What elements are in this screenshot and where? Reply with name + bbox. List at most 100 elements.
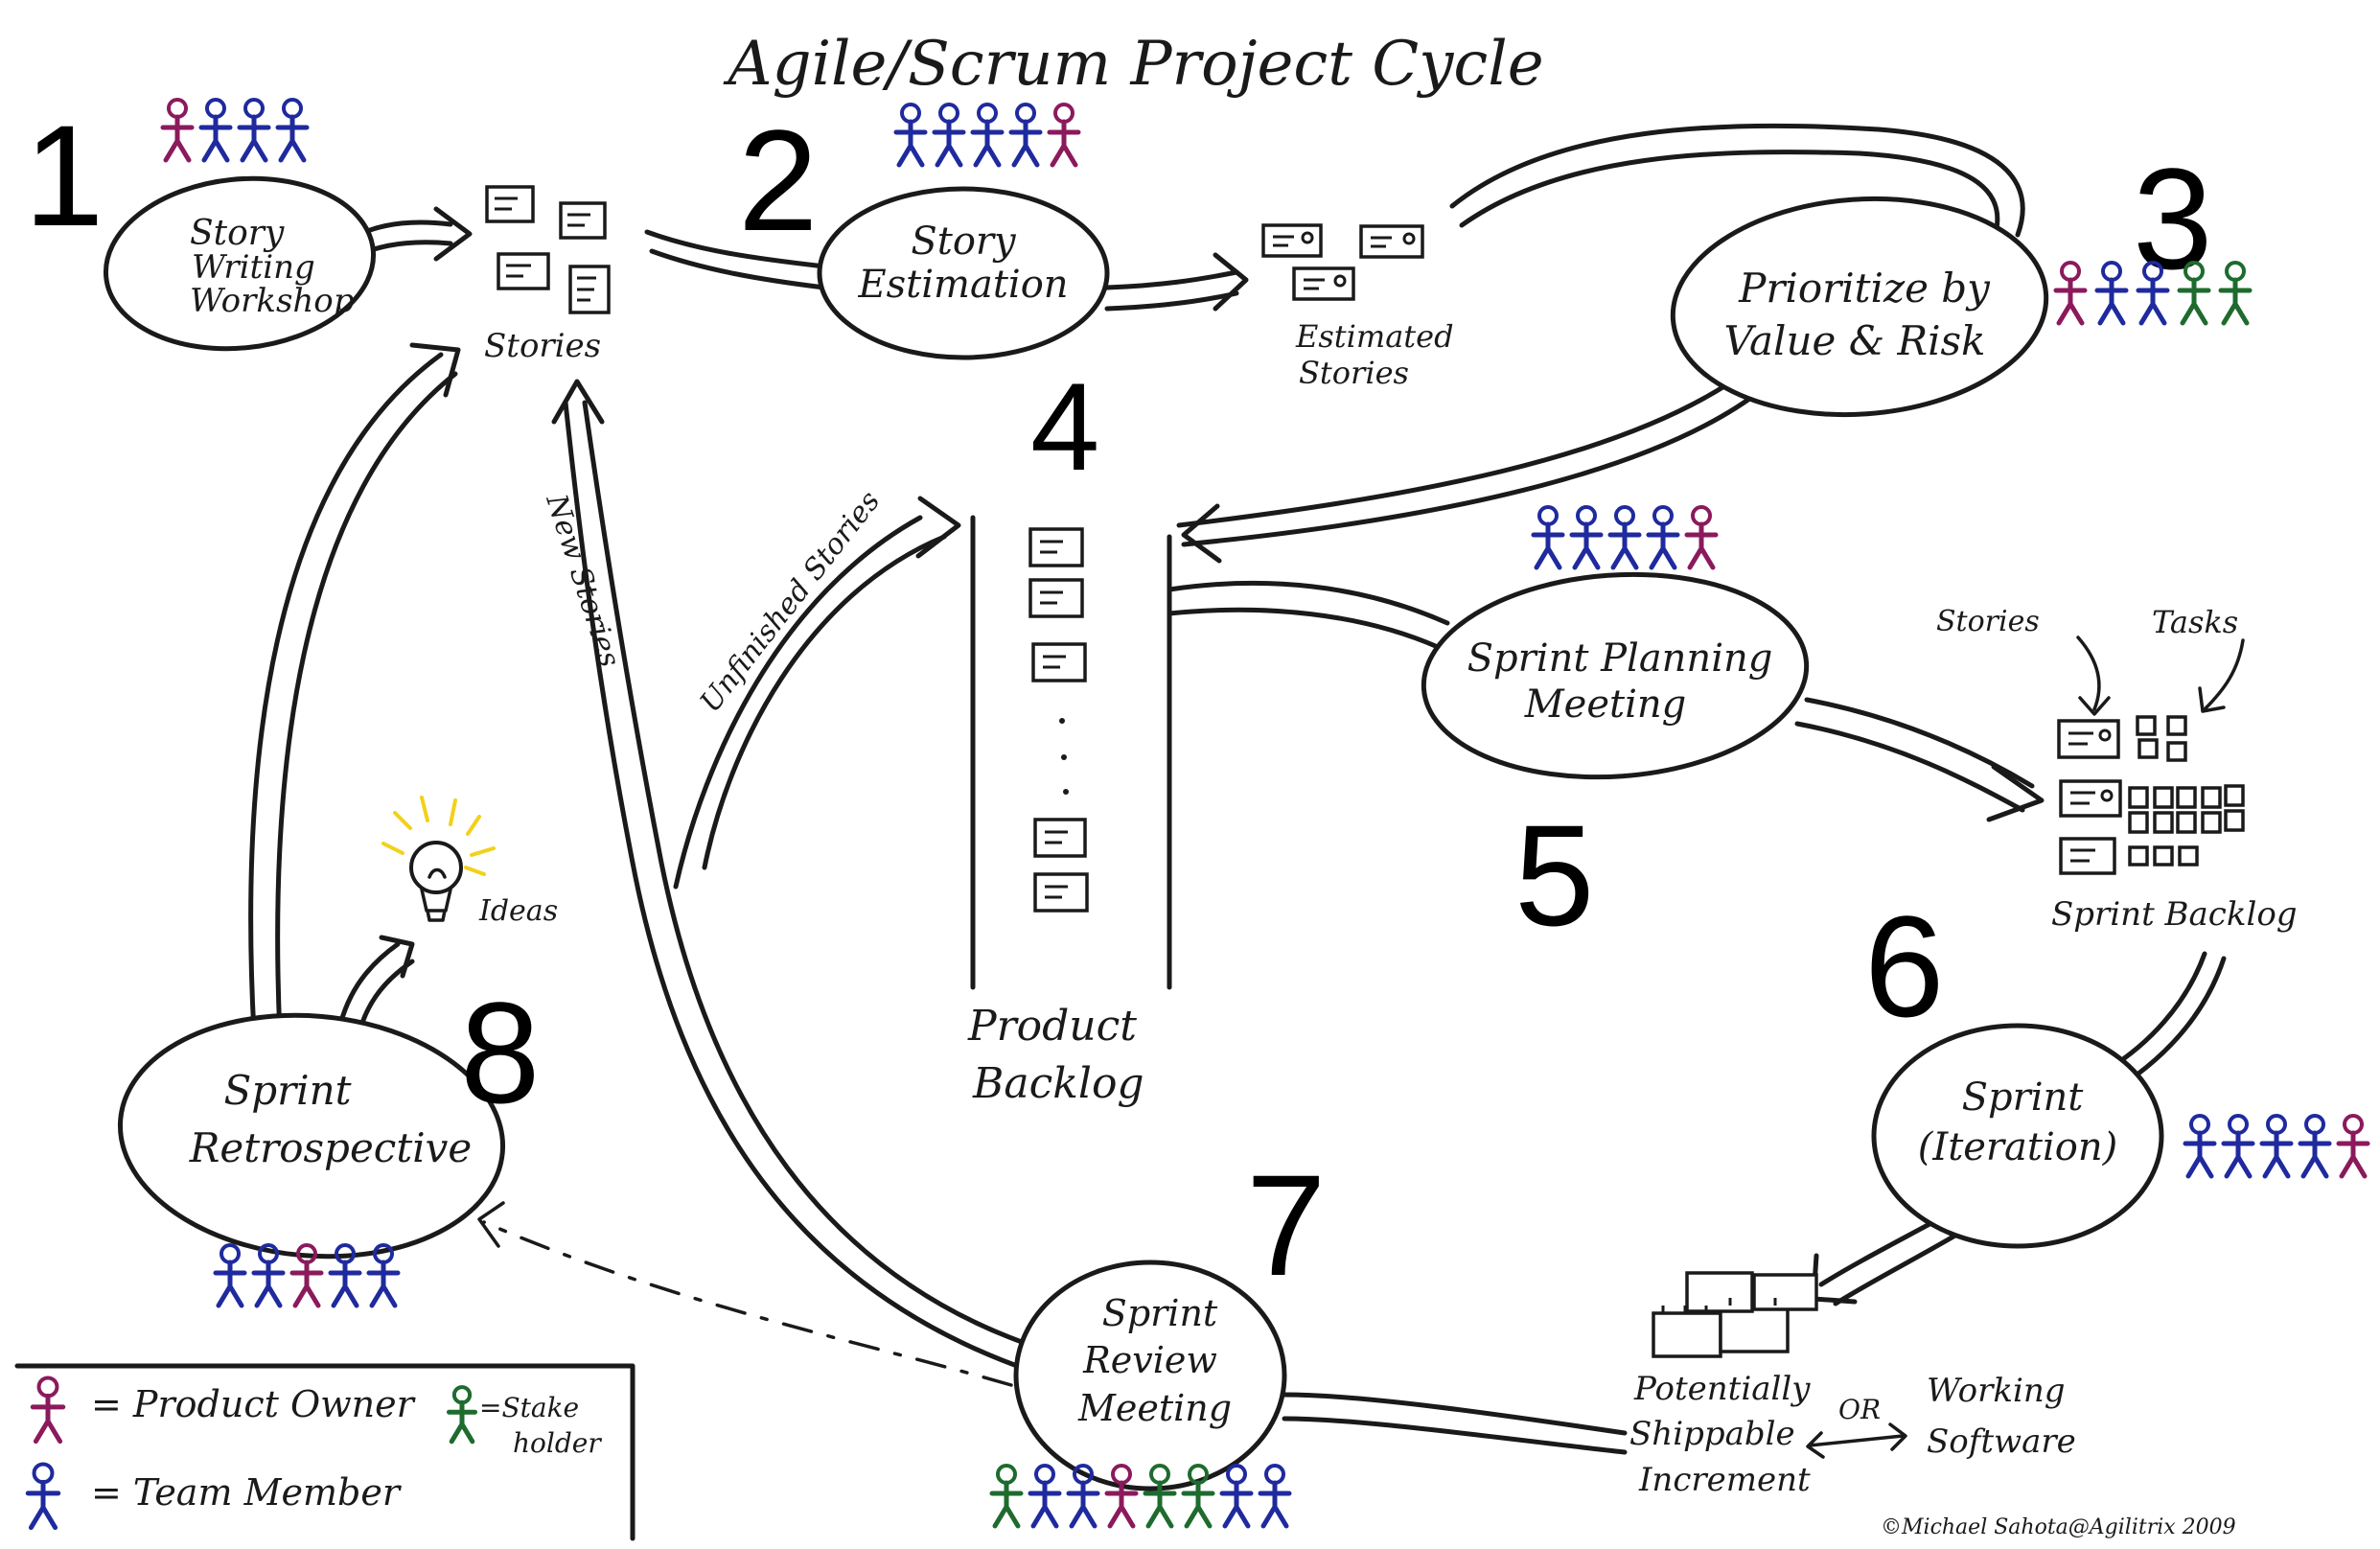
team-member-figure (198, 98, 233, 163)
increment-label-line1: Potentially (1633, 1370, 1811, 1408)
legend-product-owner-figure (30, 1376, 66, 1445)
legend-stake-holder-label-line2: holder (513, 1427, 602, 1459)
product-owner-figure (160, 98, 195, 163)
arrow-review-to-stories (582, 400, 1038, 1350)
step-number-1: 1 (24, 95, 104, 256)
increment-label-line2: Shippable (1629, 1415, 1795, 1453)
increment-boxes (1652, 1271, 1818, 1358)
node-sprint-review: Sprint Review Meeting (1013, 1260, 1287, 1491)
team-member-figure (251, 1243, 286, 1308)
stake-holder-figure (1143, 1464, 1177, 1529)
node-label-line: (Iteration) (1918, 1125, 2117, 1169)
working-software-label-line2: Software (1927, 1422, 2076, 1461)
node-label-line: Meeting (1077, 1387, 1232, 1429)
team-member-figure (2298, 1114, 2332, 1179)
team-member-figure (213, 1243, 247, 1308)
team-member-figure (2221, 1114, 2255, 1179)
node-label-line: Estimation (857, 263, 1068, 307)
estimated-stories-cards (1261, 223, 1424, 301)
node-label-line: Writing (192, 248, 315, 287)
arrow-retro-to-stories (248, 352, 444, 1036)
node-label-line: Sprint (1962, 1075, 2085, 1120)
team-member-figure (2136, 261, 2170, 326)
team-member-figure (328, 1243, 362, 1308)
team-member-figure (1607, 505, 1642, 570)
or-label: OR (1838, 1394, 1881, 1425)
team-member-figure (2094, 261, 2129, 326)
step-number-5: 5 (1514, 795, 1594, 956)
product-backlog-label-line1: Product (967, 1002, 1137, 1051)
stake-holder-figure (2218, 261, 2253, 326)
node-sprint: Sprint (Iteration) (1871, 1023, 2164, 1249)
legend-people (25, 1376, 477, 1531)
team-member-figure (893, 103, 928, 168)
cycle-arrows (248, 123, 2227, 1455)
node-label-line: Sprint Planning (1467, 636, 1773, 681)
legend-stake-holder-label-line1: =Stake (479, 1392, 579, 1423)
or-arrow (1806, 1422, 1907, 1459)
people-groups (160, 98, 2370, 1529)
increment-label-line3: Increment (1638, 1461, 1811, 1499)
arrow-unfinished-stories (702, 534, 947, 870)
team-member-figure (1258, 1464, 1292, 1529)
arrow-prioritize-to-backlog (1176, 366, 1752, 528)
product-owner-figure (289, 1243, 324, 1308)
diagram-title: Agile/Scrum Project Cycle (723, 29, 1543, 100)
bulb-rays (381, 796, 496, 876)
team-member-figure (932, 103, 966, 168)
arrow-estimation-to-estimated (1104, 269, 1239, 290)
node-story-estimation: Story Estimation (817, 186, 1110, 360)
arrow-review-to-retro-dashed (482, 1220, 1013, 1387)
legend-team-member-label: = Team Member (91, 1471, 403, 1514)
product-backlog-column (970, 515, 1172, 990)
product-owner-figure (2336, 1114, 2370, 1179)
team-member-figure (1569, 505, 1604, 570)
legend: = Product Owner = Team Member =Stake hol… (14, 1363, 635, 1541)
sprint-backlog-stories-label: Stories (1936, 605, 2040, 638)
node-label-line: Meeting (1524, 682, 1687, 727)
node-label-line: Value & Risk (1724, 317, 1986, 364)
step-number-6: 6 (1864, 886, 1944, 1047)
node-label-line: Retrospective (189, 1124, 472, 1171)
stories-cards (485, 185, 611, 314)
node-label-line: Review (1082, 1339, 1217, 1381)
team-member-figure (970, 103, 1005, 168)
team-member-figure (2183, 1114, 2217, 1179)
team-member-figure (237, 98, 271, 163)
unfinished-stories-label: Unfinished Stories (694, 485, 888, 719)
product-backlog-label-line2: Backlog (972, 1059, 1144, 1108)
product-owner-figure (2053, 261, 2088, 326)
node-label-line: Story (911, 220, 1017, 264)
stories-label: Stories (484, 327, 601, 365)
node-label-line: Sprint (1102, 1292, 1218, 1334)
ideas-label: Ideas (478, 894, 558, 928)
sprint-backlog-cards (2057, 636, 2245, 875)
estimated-stories-label-line2: Stories (1299, 355, 1409, 391)
product-owner-figure (1684, 505, 1719, 570)
stake-holder-figure (989, 1464, 1024, 1529)
team-member-figure (1646, 505, 1680, 570)
step-number-2: 2 (738, 100, 818, 261)
team-member-figure (2259, 1114, 2294, 1179)
arrow-increment-to-review (1282, 1392, 1628, 1436)
sprint-backlog-label: Sprint Backlog (2051, 895, 2298, 934)
node-label-line: Sprint (223, 1067, 351, 1114)
legend-product-owner-label: = Product Owner (91, 1383, 417, 1425)
team-member-figure (366, 1243, 401, 1308)
node-prioritize: Prioritize by Value & Risk (1670, 196, 2049, 418)
step-number-7: 7 (1246, 1144, 1326, 1306)
team-member-figure (1531, 505, 1565, 570)
product-owner-figure (1047, 103, 1081, 168)
arrow-estimated-to-prioritize (1449, 123, 2025, 238)
arrow-planning-to-sprint-backlog (1804, 697, 2035, 789)
arrow-stories-to-estimation (644, 229, 827, 269)
legend-stake-holder-figure (447, 1385, 477, 1445)
sprint-backlog-tasks-label: Tasks (2152, 604, 2238, 640)
arrow-backlog-to-planning (1167, 580, 1450, 626)
node-story-writing-workshop: Story Writing Workshop (103, 175, 377, 352)
team-member-figure (1066, 1464, 1100, 1529)
product-owner-figure (1104, 1464, 1139, 1529)
team-member-figure (1008, 103, 1043, 168)
backlog-cards (1028, 527, 1089, 913)
